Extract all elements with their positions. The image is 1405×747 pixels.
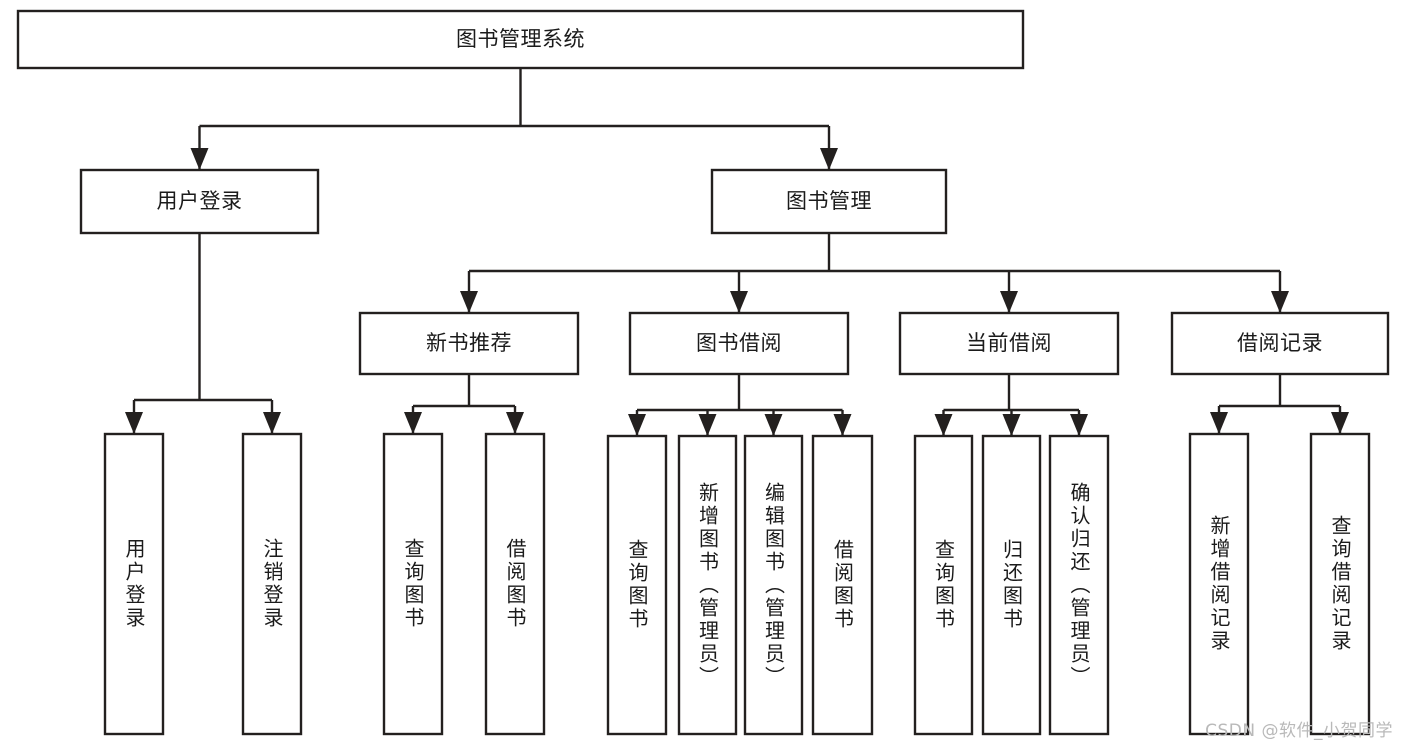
node-box-leaf_6[interactable] (743, 434, 804, 736)
node-box-l2_1[interactable] (710, 168, 948, 235)
arrow-head-icon (190, 148, 209, 170)
arrow-head-icon (506, 412, 524, 434)
node-box-leaf_12[interactable] (1309, 432, 1371, 736)
node-box-leaf_3[interactable] (484, 432, 546, 736)
node-box-root[interactable] (16, 9, 1025, 70)
arrow-head-icon (628, 414, 646, 436)
arrow-head-icon (1331, 412, 1349, 434)
node-box-l3_0[interactable] (358, 311, 580, 376)
node-box-l3_2[interactable] (898, 311, 1120, 376)
arrow-head-icon (1002, 414, 1021, 436)
arrow-head-icon (1070, 414, 1088, 436)
arrow-head-icon (764, 414, 783, 436)
arrow-head-icon (833, 414, 852, 436)
arrow-head-icon (1271, 291, 1289, 313)
node-box-l3_3[interactable] (1170, 311, 1390, 376)
node-box-l3_1[interactable] (628, 311, 850, 376)
arrow-head-icon (1210, 412, 1228, 434)
node-box-leaf_1[interactable] (241, 432, 303, 736)
watermark-text: CSDN @软件_小贺同学 (1205, 721, 1393, 741)
arrow-head-icon (404, 412, 422, 434)
arrow-head-icon (125, 412, 143, 434)
node-box-leaf_5[interactable] (677, 434, 738, 736)
node-box-l2_0[interactable] (79, 168, 320, 235)
node-layer (16, 9, 1390, 736)
arrow-head-icon (934, 414, 953, 436)
node-box-leaf_7[interactable] (811, 434, 874, 736)
node-box-leaf_2[interactable] (382, 432, 444, 736)
node-box-leaf_4[interactable] (606, 434, 668, 736)
arrow-head-icon (1000, 291, 1018, 313)
node-box-leaf_0[interactable] (103, 432, 165, 736)
node-box-leaf_11[interactable] (1188, 432, 1250, 736)
node-box-leaf_9[interactable] (981, 434, 1042, 736)
arrow-head-icon (698, 414, 717, 436)
arrow-head-icon (263, 412, 281, 434)
node-box-leaf_10[interactable] (1048, 434, 1110, 736)
node-box-leaf_8[interactable] (913, 434, 974, 736)
edge-layer (125, 68, 1349, 436)
arrow-head-icon (460, 291, 478, 313)
arrow-head-icon (820, 148, 838, 170)
arrow-head-icon (730, 291, 748, 313)
